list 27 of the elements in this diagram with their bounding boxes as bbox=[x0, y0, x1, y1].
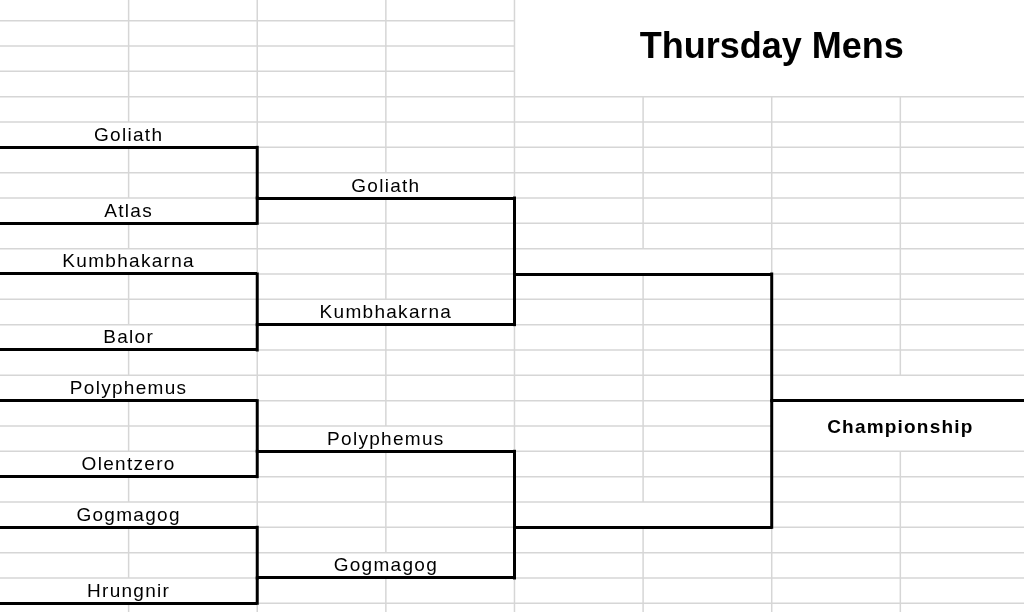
round-label: Championship bbox=[827, 416, 974, 438]
player-name: Olentzero bbox=[81, 453, 176, 475]
player-name: Kumbhakarna bbox=[319, 301, 453, 323]
title: Thursday Mens bbox=[639, 25, 904, 66]
player-name: Atlas bbox=[104, 199, 153, 221]
bracket-connector bbox=[255, 196, 259, 225]
bracket-connector bbox=[255, 399, 259, 453]
player-name: Goliath bbox=[351, 174, 421, 196]
player-name: Gogmagog bbox=[333, 554, 439, 576]
bracket-connector bbox=[513, 196, 516, 276]
player-name: Balor bbox=[103, 326, 155, 348]
player-name: Goliath bbox=[93, 123, 164, 145]
player-name: Kumbhakarna bbox=[62, 250, 195, 272]
player-name: Polyphemus bbox=[69, 377, 188, 399]
bracket-connector bbox=[255, 323, 259, 352]
bracket-line bbox=[514, 525, 772, 529]
bracket-connector bbox=[255, 576, 259, 605]
bracket-connector bbox=[770, 399, 774, 529]
bracket-connector bbox=[513, 449, 516, 529]
player-name: Gogmagog bbox=[76, 503, 181, 525]
bracket-connector bbox=[255, 449, 259, 479]
bracket-line bbox=[514, 272, 772, 276]
bracket-connector bbox=[255, 145, 259, 200]
bracket-connector bbox=[513, 525, 516, 580]
player-name: Polyphemus bbox=[327, 427, 445, 449]
bracket-connector bbox=[513, 272, 516, 327]
player-name: Hrungnir bbox=[87, 579, 171, 601]
